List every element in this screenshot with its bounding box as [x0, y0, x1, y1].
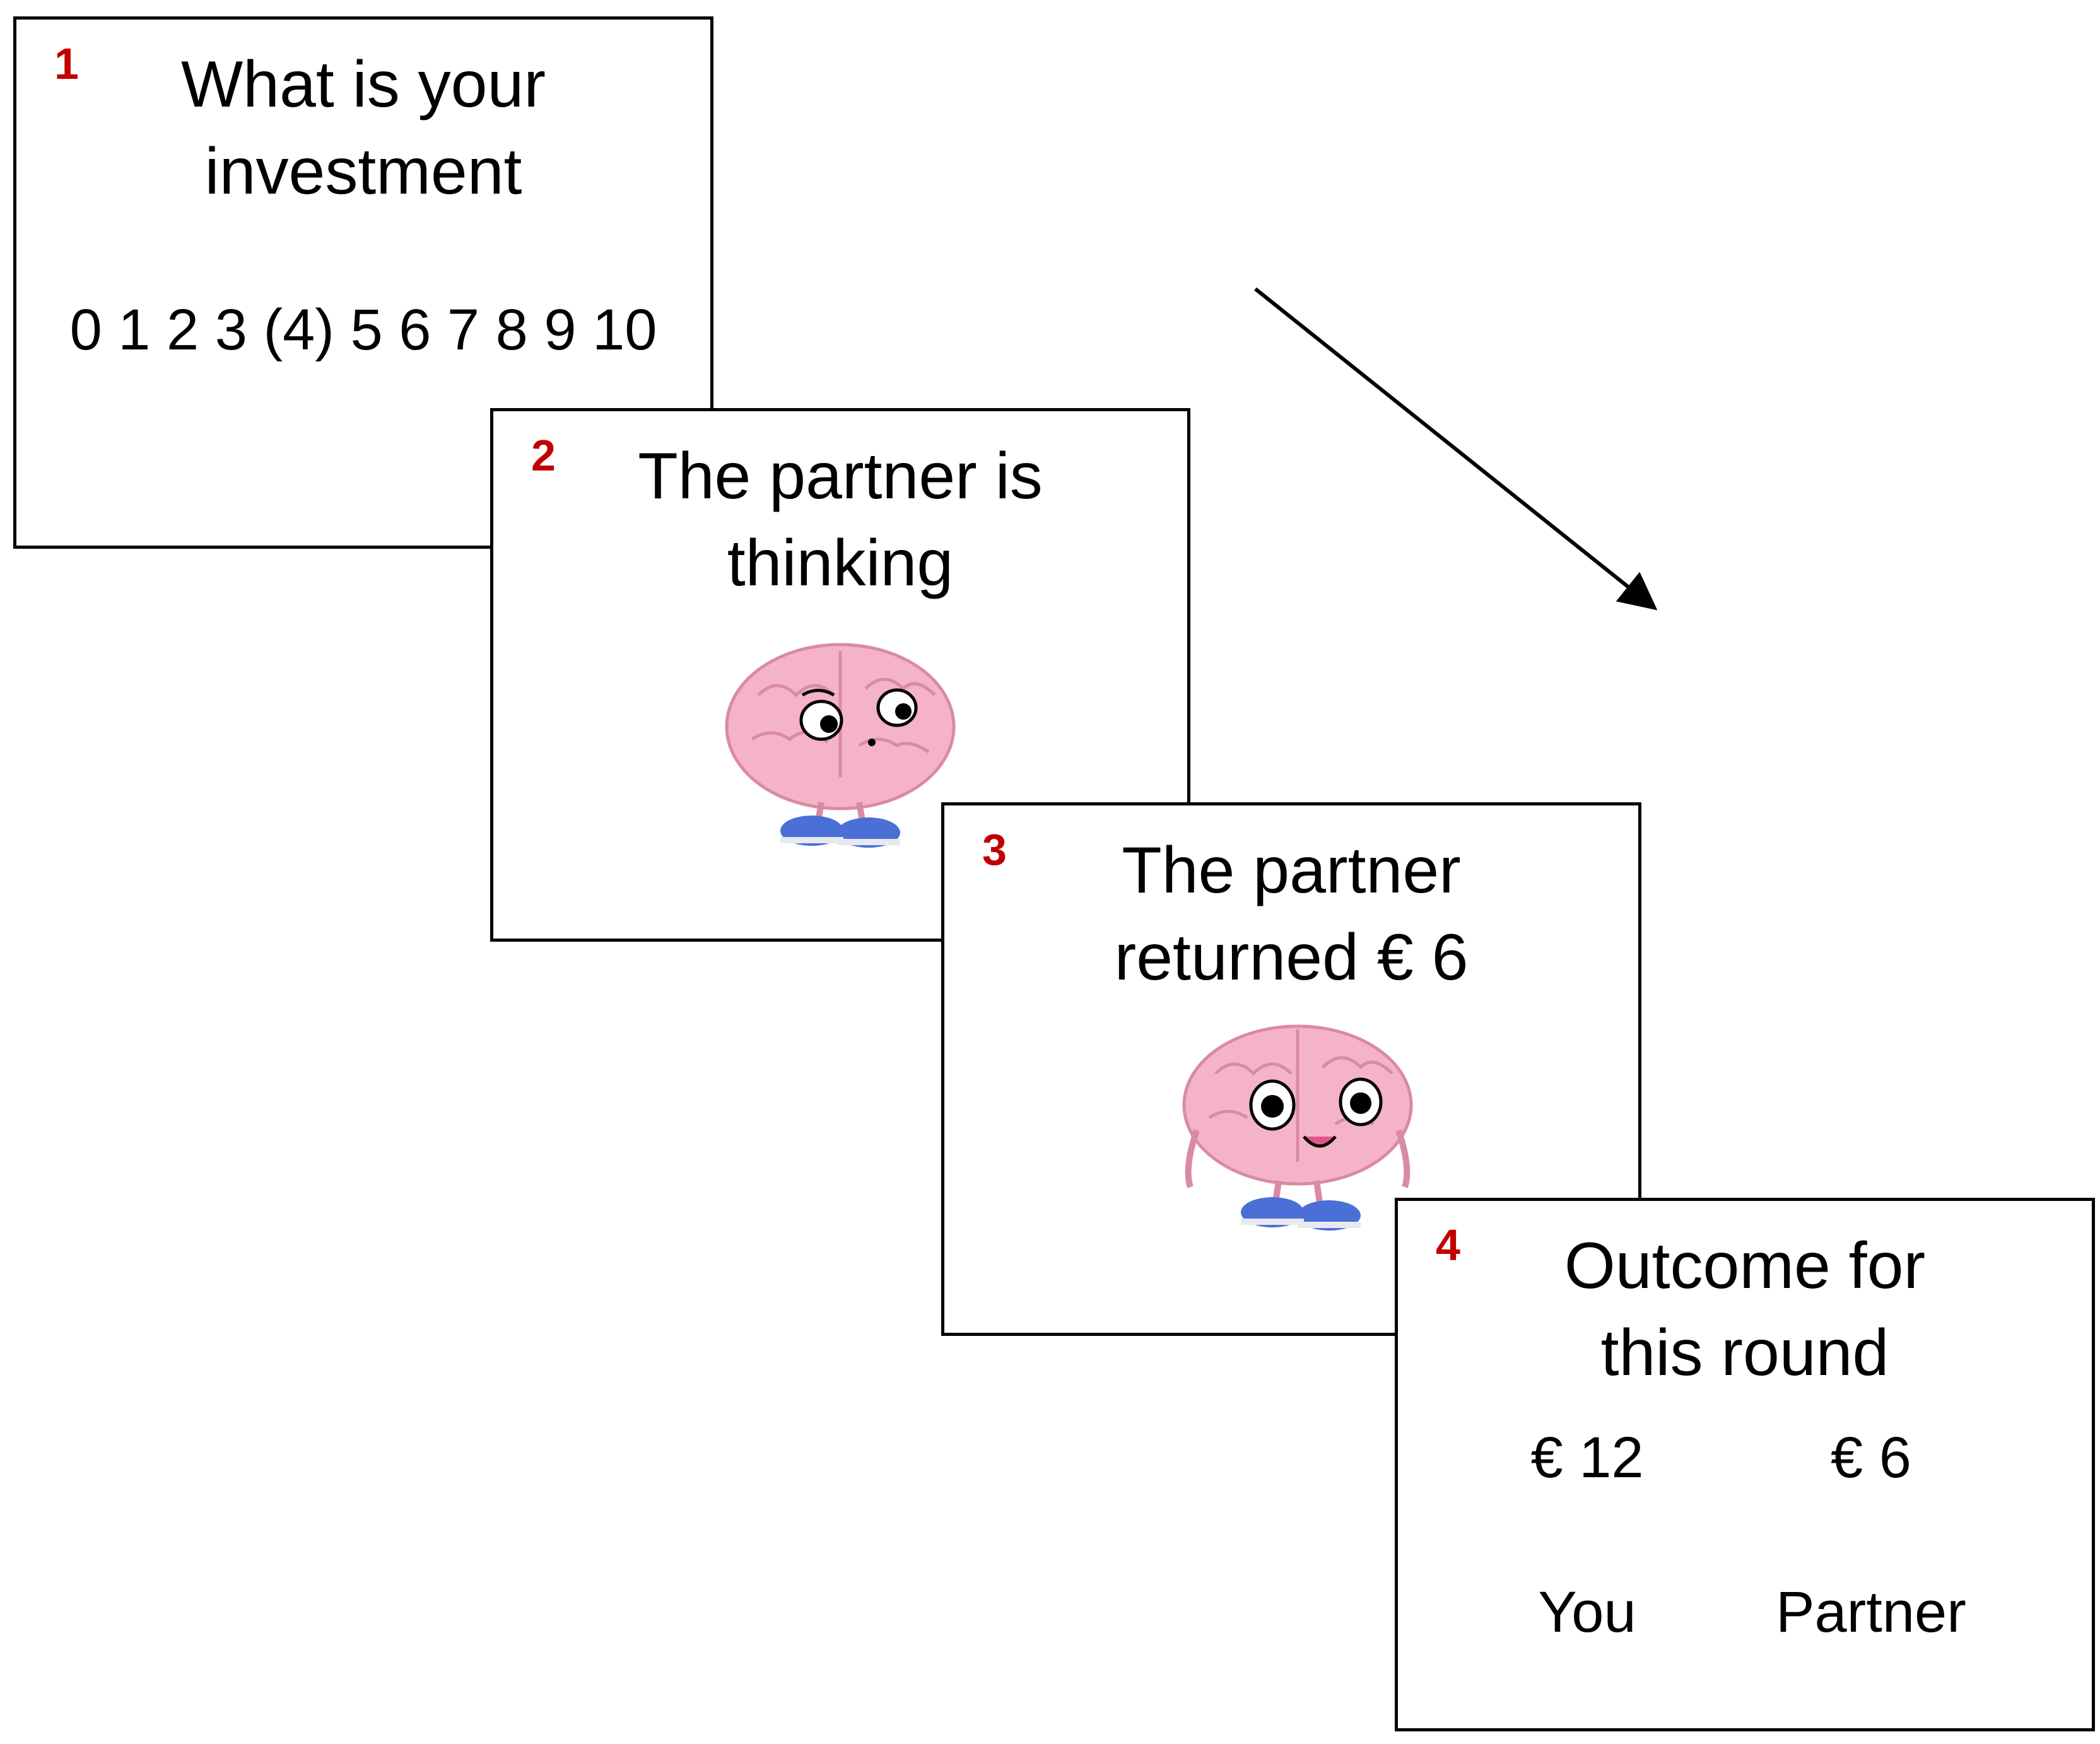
screen-title: The partner is thinking — [638, 440, 1043, 600]
you-amount: € 12 — [1530, 1425, 1644, 1490]
partner-label: Partner — [1776, 1580, 1966, 1644]
step-number: 4 — [1436, 1220, 1460, 1270]
step-number: 2 — [531, 431, 556, 480]
step-number: 3 — [982, 825, 1007, 874]
brain-thinking-icon — [725, 643, 956, 848]
investment-scale[interactable]: 0 1 2 3 (4) 5 6 7 8 9 10 — [69, 298, 657, 362]
screen-card-outcome: 4 Outcome for this round € 12 € 6 You Pa… — [1395, 1198, 2095, 1731]
you-label: You — [1538, 1580, 1636, 1644]
screen-title: Outcome for this round — [1564, 1229, 1926, 1390]
screen-title: The partner returned € 6 — [1114, 834, 1469, 994]
step-number: 1 — [54, 39, 79, 88]
screen-title: What is your investment — [181, 48, 546, 208]
brain-happy-icon — [1182, 1024, 1413, 1231]
screen-card-investment: 1 What is your investment 0 1 2 3 (4) 5 … — [13, 16, 713, 549]
partner-amount: € 6 — [1831, 1425, 1911, 1490]
